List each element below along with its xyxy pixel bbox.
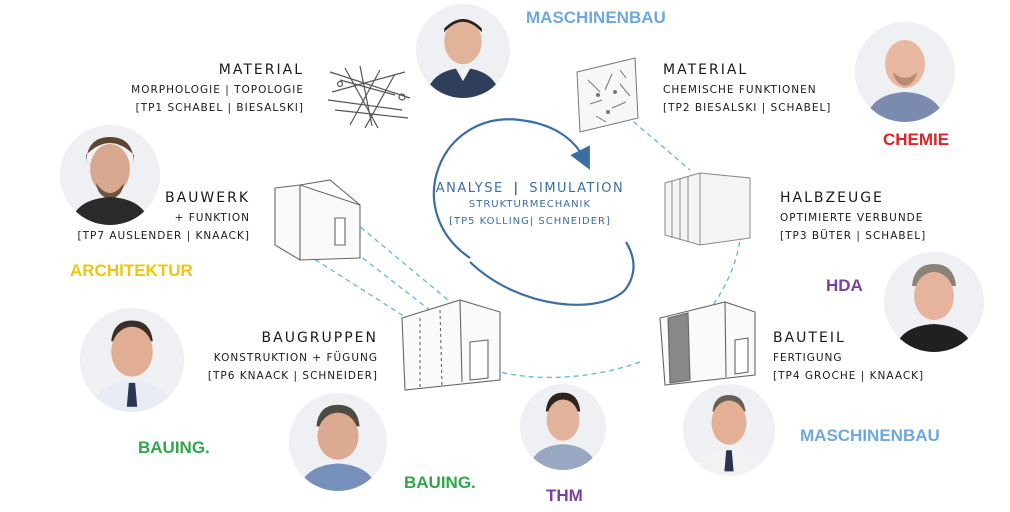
center-title-left: ANALYSE [435, 181, 504, 196]
portrait-photo [80, 308, 184, 412]
baugruppen-sketch [401, 299, 501, 391]
portrait-photo [520, 384, 606, 470]
block-line2: [TP4 GROCHE | KNAACK] [773, 370, 925, 382]
block-title: MATERIAL [218, 62, 304, 78]
center-cycle-label: ANALYSE | SIMULATION STRUKTURMECHANIK [T… [430, 181, 630, 230]
portrait-photo [289, 393, 387, 491]
block-line2: [TP2 BIESALSKI | SCHABEL] [663, 102, 832, 114]
block-halbzeuge: HALBZEUGE OPTIMIERTE VERBUNDE [TP3 BÜTER… [780, 190, 926, 245]
block-line1: FERTIGUNG [773, 352, 843, 364]
block-line1: OPTIMIERTE VERBUNDE [780, 212, 924, 224]
bauteil-sketch [659, 301, 756, 386]
person-silhouette-icon [289, 393, 387, 491]
portrait-photo [416, 4, 510, 98]
dept-hda: HDA [826, 276, 863, 295]
block-material-morphology: MATERIAL MORPHOLOGIE | TOPOLOGIE [TP1 SC… [131, 62, 304, 117]
block-title: BAUGRUPPEN [261, 330, 378, 346]
dept-maschinenbau-top: MASCHINENBAU [526, 8, 666, 27]
bauwerk-sketch [274, 179, 361, 261]
block-line2: [TP6 KNAACK | SCHNEIDER] [207, 370, 378, 382]
block-bauteil: BAUTEIL FERTIGUNG [TP4 GROCHE | KNAACK] [773, 330, 924, 385]
block-line1: + FUNKTION [174, 212, 250, 224]
cycle-arrow-top [432, 118, 590, 259]
dept-maschinenbau-bottom: MASCHINENBAU [800, 426, 940, 445]
center-project: [TP5 KOLLING| SCHNEIDER] [449, 216, 611, 227]
portrait-photo [60, 125, 160, 225]
portrait-photo [884, 252, 984, 352]
block-material-chemistry: MATERIAL CHEMISCHE FUNKTIONEN [TP2 BIESA… [663, 62, 831, 117]
person-silhouette-icon [60, 125, 160, 225]
dept-bauing-bottom: BAUING. [404, 473, 476, 492]
person-silhouette-icon [683, 384, 775, 476]
material-panel-sketch [576, 57, 639, 133]
person-silhouette-icon [416, 4, 510, 98]
person-silhouette-icon [855, 22, 955, 122]
block-title: BAUTEIL [773, 330, 846, 346]
center-title-separator: | [513, 181, 520, 196]
block-line2: [TP7 AUSLENDER | KNAACK] [77, 230, 250, 242]
block-title: MATERIAL [663, 62, 749, 78]
center-title: ANALYSE | SIMULATION [430, 181, 630, 196]
dept-thm: THM [546, 486, 583, 505]
portrait-photo [855, 22, 955, 122]
block-bauwerk: BAUWERK + FUNKTION [TP7 AUSLENDER | KNAA… [78, 190, 251, 245]
person-silhouette-icon [80, 308, 184, 412]
block-line2: [TP3 BÜTER | SCHABEL] [780, 230, 927, 242]
block-line1: MORPHOLOGIE | TOPOLOGIE [131, 84, 304, 96]
block-baugruppen: BAUGRUPPEN KONSTRUKTION + FÜGUNG [TP6 KN… [208, 330, 378, 385]
cycle-arrow-bottom [469, 241, 635, 306]
block-title: BAUWERK [164, 190, 250, 206]
block-line2: [TP1 SCHABEL | BIESALSKI] [135, 102, 304, 114]
dept-bauing-left: BAUING. [138, 438, 210, 457]
portrait-photo [683, 384, 775, 476]
person-silhouette-icon [884, 252, 984, 352]
block-line1: CHEMISCHE FUNKTIONEN [663, 84, 817, 96]
center-title-right: SIMULATION [529, 181, 625, 196]
center-subtitle: STRUKTURMECHANIK [468, 199, 592, 210]
block-title: HALBZEUGE [780, 190, 884, 206]
fiber-morphology-sketch [327, 65, 411, 129]
block-line1: KONSTRUKTION + FÜGUNG [213, 352, 378, 364]
person-silhouette-icon [520, 384, 606, 470]
dept-chemie: CHEMIE [883, 130, 950, 149]
dept-architektur: ARCHITEKTUR [70, 261, 193, 280]
halbzeuge-sketch [664, 172, 751, 246]
